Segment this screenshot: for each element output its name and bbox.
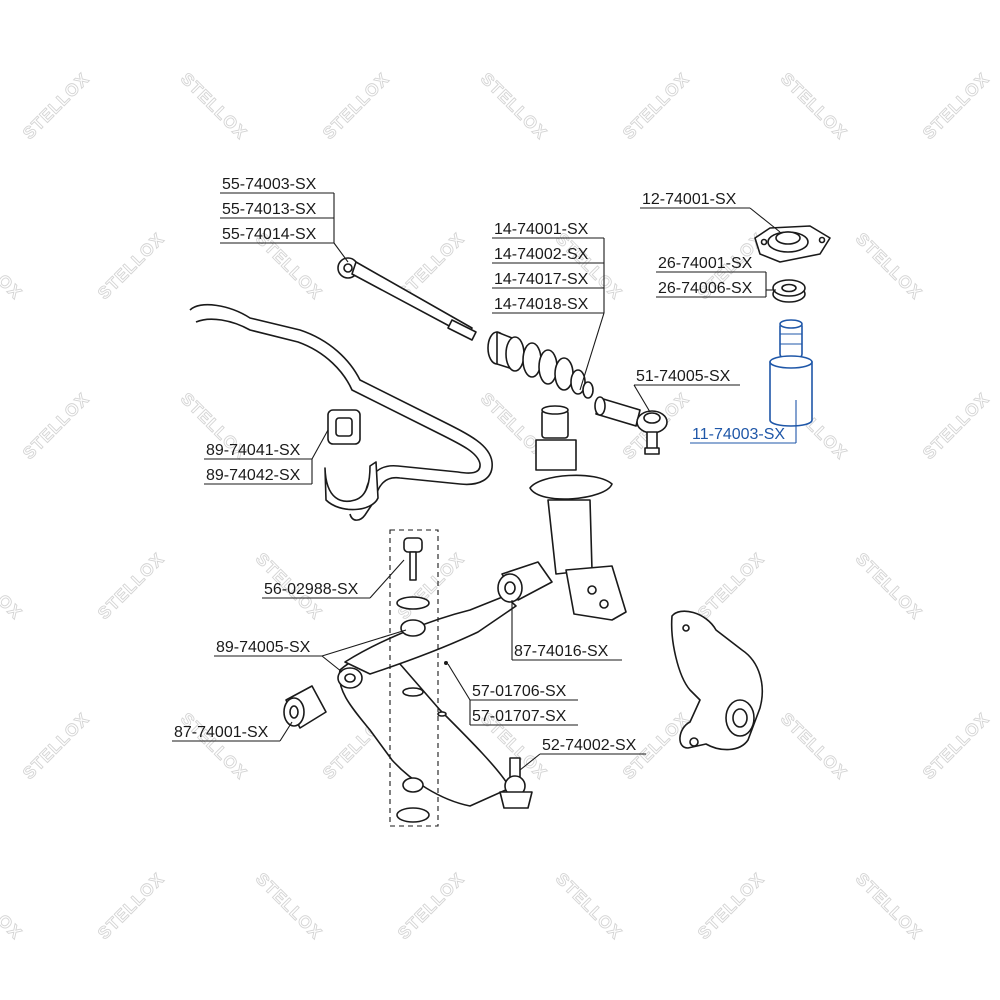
watermark-text: STELLOX	[919, 389, 993, 463]
label-control-arm-2: 57-01707-SX	[472, 708, 567, 725]
watermark-text: STELLOX	[94, 549, 168, 623]
watermark-text: STELLOX	[252, 869, 326, 943]
label-front-arm-bushing: 87-74001-SX	[174, 724, 269, 741]
label-stab-bushing-2: 89-74042-SX	[206, 467, 301, 484]
strut-bearing-part	[772, 279, 806, 303]
watermark-text: STELLOX	[0, 549, 26, 623]
label-boot-1: 14-74001-SX	[494, 221, 589, 238]
watermark-text: STELLOX	[919, 709, 993, 783]
watermark-text: STELLOX	[552, 229, 626, 303]
label-control-arm-1: 57-01706-SX	[472, 683, 567, 700]
part-labels: 55-74003-SX 55-74013-SX 55-74014-SX 14-7…	[174, 176, 785, 754]
label-bearing-2: 26-74006-SX	[658, 280, 753, 297]
label-boot-3: 14-74017-SX	[494, 271, 589, 288]
label-stab-link: 56-02988-SX	[264, 581, 359, 598]
watermark-text: STELLOX	[852, 869, 926, 943]
steering-knuckle-part	[670, 610, 764, 751]
label-bearing-1: 26-74001-SX	[658, 255, 753, 272]
lower-control-arm-part	[337, 595, 517, 807]
watermark-text: STELLOX	[477, 69, 551, 143]
watermark-text: STELLOX	[177, 709, 251, 783]
label-arm-bushing-kit: 89-74005-SX	[216, 639, 311, 656]
label-strut-mount: 12-74001-SX	[642, 191, 737, 208]
label-tie-rod-end: 51-74005-SX	[636, 368, 731, 385]
leader-lines	[172, 192, 797, 771]
bump-stop-part	[769, 319, 813, 427]
watermark-text: STELLOX	[852, 549, 926, 623]
label-stab-bushing-1: 89-74041-SX	[206, 442, 301, 459]
watermark-text: STELLOX	[694, 549, 768, 623]
watermark-text: STELLOX	[319, 69, 393, 143]
label-tie-rod-3: 55-74014-SX	[222, 226, 317, 243]
watermark-text: STELLOX	[19, 69, 93, 143]
watermark-text: STELLOX	[394, 869, 468, 943]
front-arm-bushing-part	[283, 685, 327, 729]
watermark-layer: STELLOX STELLOX STELLOX STELLOX STELLOX STELL…	[0, 69, 993, 944]
watermark-text: STELLOX	[619, 69, 693, 143]
bushing-kit-group	[389, 529, 439, 827]
label-bump-stop: 11-74003-SX	[692, 426, 785, 443]
tie-rod-end-part	[594, 396, 668, 455]
label-ball-joint: 52-74002-SX	[542, 737, 637, 754]
watermark-text: STELLOX	[694, 869, 768, 943]
watermark-text: STELLOX	[919, 69, 993, 143]
inner-tie-rod-part	[337, 257, 477, 341]
watermark-text: STELLOX	[852, 229, 926, 303]
watermark-text: STELLOX	[0, 229, 26, 303]
watermark-text: STELLOX	[552, 869, 626, 943]
label-tie-rod-2: 55-74013-SX	[222, 201, 317, 218]
watermark-text: STELLOX	[0, 869, 26, 943]
watermark-text: STELLOX	[394, 549, 468, 623]
watermark-text: STELLOX	[777, 709, 851, 783]
watermark-text: STELLOX	[777, 69, 851, 143]
label-boot-2: 14-74002-SX	[494, 246, 589, 263]
watermark-text: STELLOX	[19, 709, 93, 783]
ball-joint-part	[499, 757, 533, 809]
rear-arm-bushing-part	[497, 561, 553, 603]
control-arm-washers	[437, 661, 448, 717]
label-rear-arm-bushing: 87-74016-SX	[514, 643, 609, 660]
watermark-text: STELLOX	[19, 389, 93, 463]
strut-mount-part	[754, 225, 831, 263]
label-tie-rod-1: 55-74003-SX	[222, 176, 317, 193]
watermark-text: STELLOX	[94, 229, 168, 303]
stabilizer-bushing-part	[324, 409, 379, 511]
watermark-text: STELLOX	[177, 69, 251, 143]
steering-boot-part	[487, 331, 594, 399]
watermark-text: STELLOX	[94, 869, 168, 943]
label-boot-4: 14-74018-SX	[494, 296, 589, 313]
shock-absorber-part	[529, 405, 627, 621]
